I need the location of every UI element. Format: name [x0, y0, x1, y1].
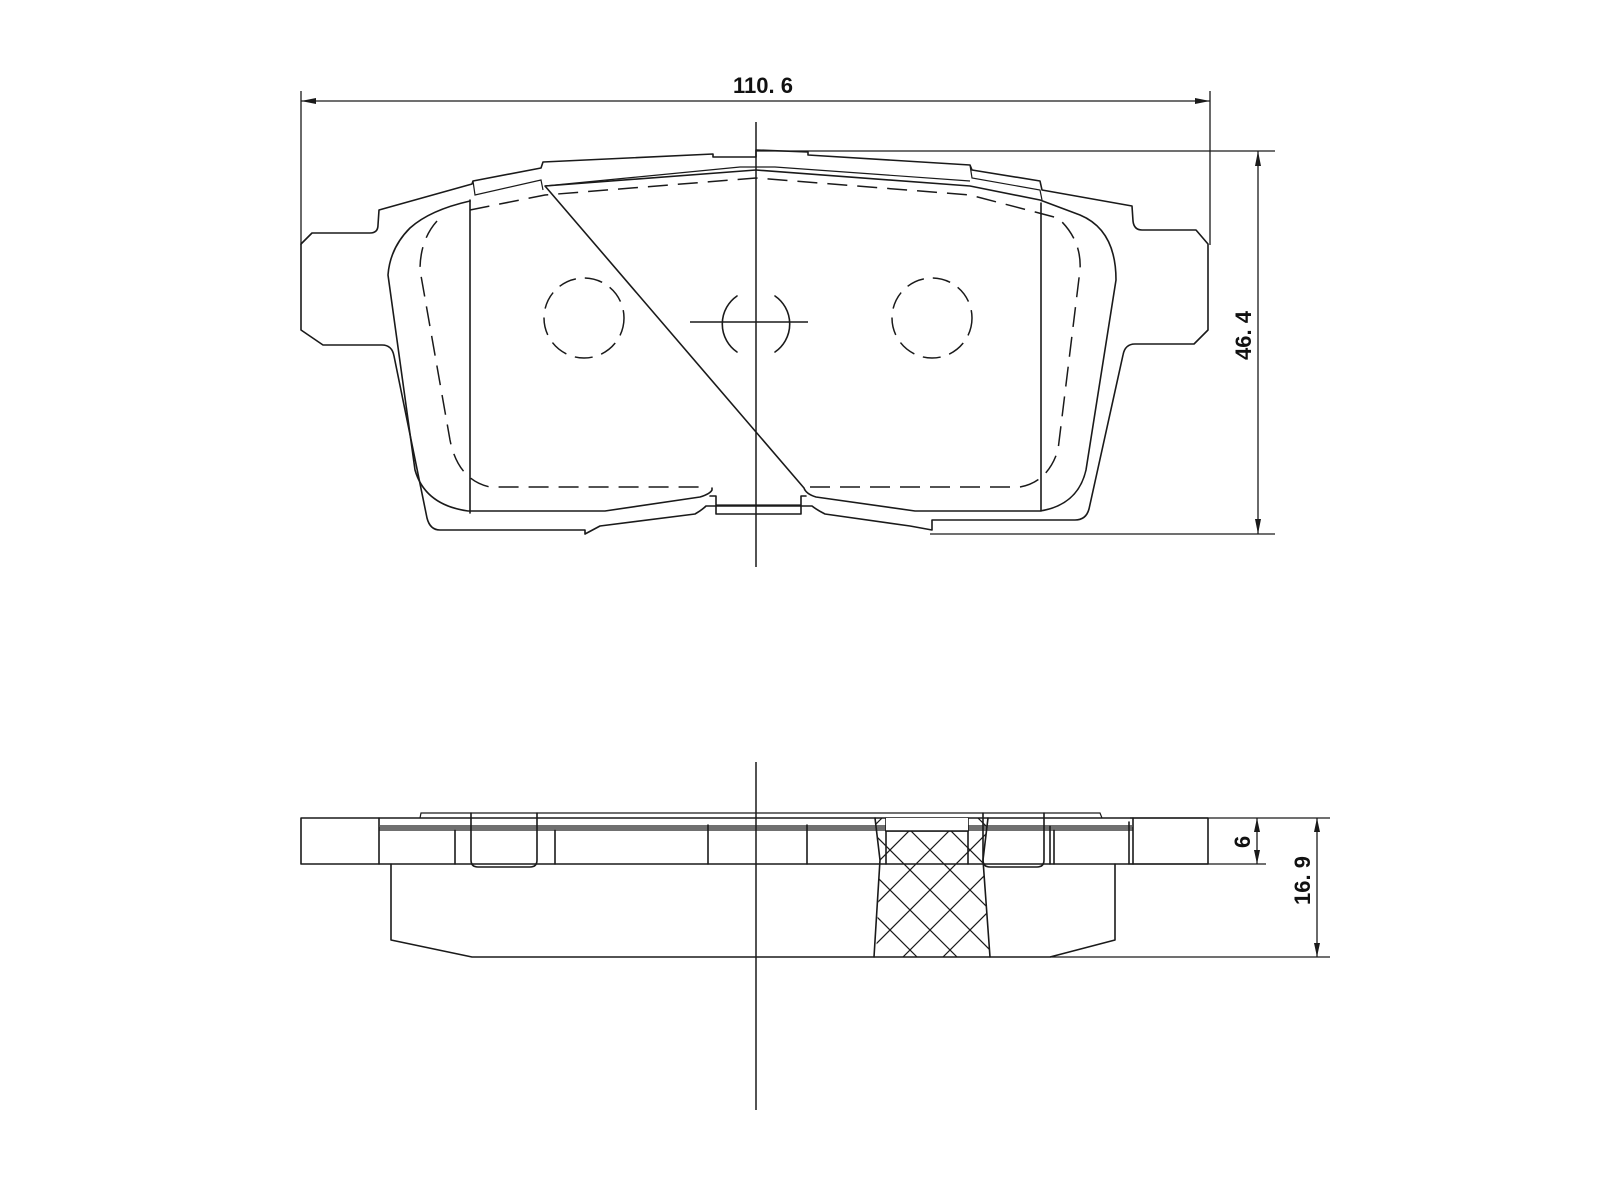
side-view: 6 16. 9	[300, 762, 1330, 1110]
total-thickness-label: 16. 9	[1290, 856, 1315, 905]
width-dimension: 110. 6	[300, 73, 1211, 245]
backing-plate-outline	[300, 149, 1209, 535]
height-dimension: 46. 4	[756, 150, 1275, 535]
thickness-dimensions: 6 16. 9	[1050, 817, 1330, 958]
backing-plate-side	[300, 812, 1209, 868]
width-dimension-label: 110. 6	[733, 73, 793, 98]
clip-left	[470, 812, 538, 868]
friction-material-side	[390, 863, 1116, 958]
wear-slot-hatched	[873, 817, 991, 958]
hole-left	[543, 277, 625, 359]
front-view: 110. 6 46. 4	[300, 73, 1275, 567]
hole-center	[721, 295, 738, 353]
clip-right	[982, 812, 1045, 868]
hole-right	[891, 277, 973, 359]
wear-limit-outline	[419, 177, 1081, 488]
height-dimension-label: 46. 4	[1231, 310, 1256, 360]
friction-material-outline	[387, 169, 1117, 512]
backing-plate-thickness-label: 6	[1230, 836, 1255, 848]
bottom-center-notch	[709, 495, 807, 515]
